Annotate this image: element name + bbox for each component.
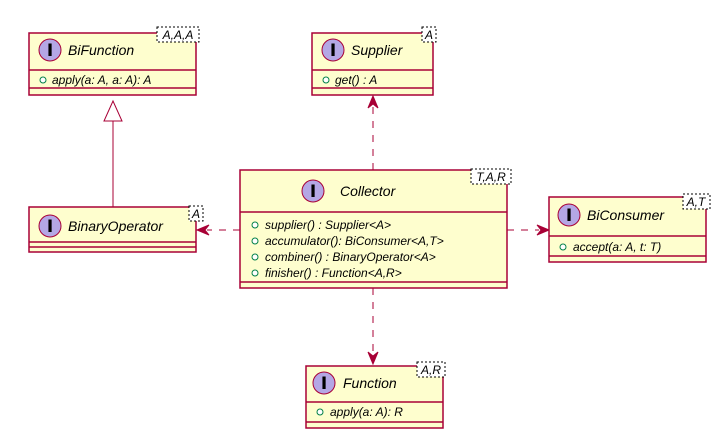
dependency-collector-supplier bbox=[367, 94, 379, 170]
class-collector[interactable]: I Collector supplier() : Supplier<A> acc… bbox=[239, 168, 512, 289]
interface-badge-icon bbox=[301, 179, 325, 203]
type-params-box bbox=[188, 205, 204, 222]
type-params-box bbox=[416, 361, 446, 378]
type-params-supplier: A bbox=[424, 28, 433, 42]
class-name-function: Function bbox=[343, 375, 397, 391]
dependency-collector-function bbox=[367, 288, 379, 366]
class-supplier[interactable]: I Supplier get() : A A bbox=[311, 26, 437, 96]
class-function[interactable]: I Function apply(a: A): R A,R bbox=[305, 361, 446, 429]
class-bifunction[interactable]: I BiFunction apply(a: A, a: A): A A,A,A bbox=[28, 26, 200, 96]
interface-badge-icon bbox=[312, 371, 336, 395]
class-name-biconsumer: BiConsumer bbox=[587, 207, 665, 223]
dependency-collector-binaryoperator bbox=[195, 224, 240, 236]
class-biconsumer[interactable]: I BiConsumer accept(a: A, t: T) A,T bbox=[548, 193, 711, 263]
member-collector-combiner: combiner() : BinaryOperator<A> bbox=[265, 250, 436, 264]
public-visibility-icon bbox=[251, 253, 259, 261]
public-visibility-icon bbox=[559, 243, 567, 251]
member-function-apply: apply(a: A): R bbox=[330, 405, 403, 419]
interface-badge-icon bbox=[557, 203, 581, 227]
member-supplier-get: get() : A bbox=[335, 73, 377, 87]
interface-badge-letter: I bbox=[330, 41, 336, 61]
type-params-box bbox=[470, 168, 512, 185]
interface-badge-letter: I bbox=[321, 374, 327, 394]
interface-badge-letter: I bbox=[47, 217, 53, 237]
member-bifunction-apply: apply(a: A, a: A): A bbox=[52, 73, 151, 87]
interface-badge-icon bbox=[38, 214, 62, 238]
public-visibility-icon bbox=[322, 76, 330, 84]
public-visibility-icon bbox=[251, 221, 259, 229]
public-visibility-icon bbox=[251, 237, 259, 245]
type-params-bifunction: A,A,A bbox=[162, 28, 194, 42]
public-visibility-icon bbox=[251, 269, 259, 277]
type-params-binaryoperator: A bbox=[191, 207, 200, 221]
type-params-collector: T,A,R bbox=[476, 170, 506, 184]
type-params-box bbox=[156, 26, 200, 43]
class-name-collector: Collector bbox=[340, 183, 397, 199]
member-biconsumer-accept: accept(a: A, t: T) bbox=[573, 240, 661, 254]
public-visibility-icon bbox=[316, 408, 324, 416]
class-binaryoperator[interactable]: I BinaryOperator A bbox=[28, 205, 204, 253]
type-params-box bbox=[682, 193, 711, 210]
interface-badge-letter: I bbox=[566, 206, 572, 226]
inheritance-binaryoperator-bifunction bbox=[103, 99, 123, 207]
interface-badge-icon bbox=[38, 38, 62, 62]
type-params-biconsumer: A,T bbox=[686, 195, 707, 209]
member-collector-accumulator: accumulator(): BiConsumer<A,T> bbox=[265, 234, 444, 248]
interface-badge-letter: I bbox=[47, 41, 53, 61]
interface-badge-icon bbox=[321, 38, 345, 62]
dependency-collector-biconsumer bbox=[507, 224, 551, 236]
class-name-supplier: Supplier bbox=[351, 42, 404, 58]
interface-badge-letter: I bbox=[310, 182, 316, 202]
class-name-binaryoperator: BinaryOperator bbox=[68, 218, 164, 234]
member-collector-supplier: supplier() : Supplier<A> bbox=[265, 218, 391, 232]
member-collector-finisher: finisher() : Function<A,R> bbox=[265, 266, 402, 280]
type-params-function: A,R bbox=[420, 363, 441, 377]
class-name-bifunction: BiFunction bbox=[68, 42, 134, 58]
type-params-box bbox=[421, 26, 437, 43]
public-visibility-icon bbox=[39, 76, 47, 84]
